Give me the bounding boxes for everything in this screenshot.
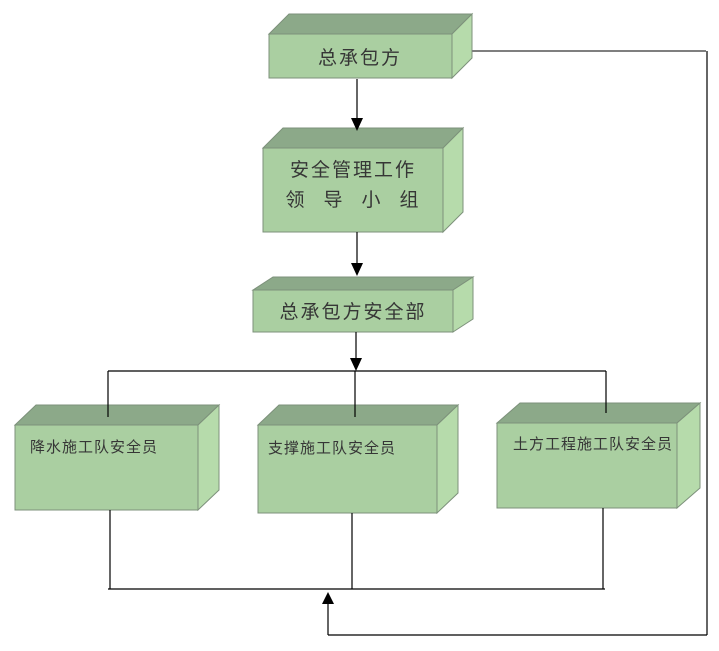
node-team-earthwork: 土方工程施工队安全员 [495,401,702,510]
team-earthwork-front-face [496,422,678,509]
safety-dept-label: 总承包方安全部 [279,301,426,323]
node-contractor: 总承包方 [267,12,474,80]
arrowheads [322,118,363,604]
team-dewatering-top-face [13,404,221,426]
leading-group-label-line1: 安全管理工作 [290,159,416,181]
team-dewatering-front-face [14,424,199,511]
node-leading-group: 安全管理工作 领 导 小 组 [261,126,465,234]
team-earthwork-top-face [495,402,702,424]
leading-group-label-line2: 领 导 小 组 [285,189,420,211]
safety-dept-front-face [252,289,454,333]
connectors [107,51,708,636]
contractor-label: 总承包方 [318,47,402,69]
arrowhead-down-to-branch [350,358,362,371]
team-dewatering-label: 降水施工队安全员 [30,438,158,456]
team-support-top-face [256,404,460,426]
leading-group-top-face [261,127,465,149]
contractor-front-face [268,33,453,79]
safety-dept-top-face [251,276,475,291]
team-support-front-face [257,424,438,514]
team-earthwork-label: 土方工程施工队安全员 [513,435,673,453]
node-safety-dept: 总承包方安全部 [251,276,475,333]
contractor-top-face [267,13,474,35]
leading-group-front-face [262,147,444,233]
arrowhead-up-feedback [322,592,334,604]
team-support-label: 支撑施工队安全员 [268,439,396,457]
node-team-dewatering: 降水施工队安全员 [13,403,221,512]
node-team-support: 支撑施工队安全员 [256,403,460,515]
arrowhead-down-to-dept [351,263,363,276]
arrowhead-down-to-group [351,118,363,131]
